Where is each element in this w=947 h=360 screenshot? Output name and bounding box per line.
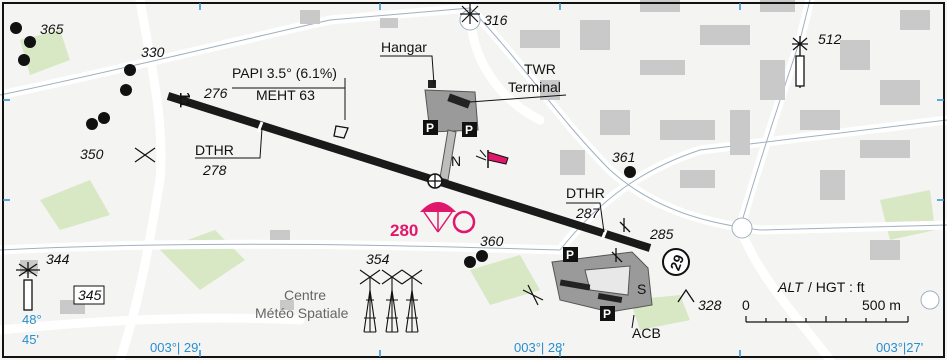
green-areas [20, 30, 935, 330]
lon-2: 003°| 28' [514, 340, 565, 355]
elev-345: 345 [78, 287, 102, 303]
label-dthr-right-elev: 287 [575, 205, 601, 221]
terminal-buildings [428, 80, 623, 304]
parking-icons: P P P P [423, 120, 615, 321]
label-meht: MEHT 63 [256, 87, 315, 103]
taxiway-north [439, 129, 457, 181]
tower-icon [16, 262, 40, 311]
label-dthr-right: DTHR [566, 185, 605, 201]
scale-alt: ALT [777, 279, 804, 295]
label-twr: TWR [524, 61, 556, 77]
windsock-icon [475, 149, 509, 168]
label-terminal: Terminal [508, 79, 561, 95]
elev-354: 354 [366, 251, 390, 267]
approach-markers [333, 125, 695, 303]
label-s: S [637, 281, 646, 297]
parking-icon: P [603, 307, 611, 321]
roads-outline [0, 0, 947, 251]
elev-328: 328 [698, 297, 722, 313]
antenna-masts [359, 269, 423, 333]
parking-icon: P [465, 123, 473, 137]
reference-point-icon [427, 173, 443, 189]
label-hangar: Hangar [381, 39, 427, 55]
lat-min: 45' [22, 332, 39, 347]
label-centre: Centre [284, 287, 326, 303]
elev-345-box [73, 285, 105, 305]
scale-bar [745, 316, 909, 323]
tower-icon [792, 36, 808, 88]
elev-344: 344 [46, 251, 70, 267]
dthr-right-mark [600, 229, 608, 241]
runway [166, 92, 652, 252]
tree-icon [10, 22, 636, 268]
south-apron-inner [584, 265, 631, 296]
parking-icon: P [566, 248, 574, 262]
scale-zero: 0 [742, 297, 750, 313]
label-meteo: Météo Spatiale [255, 305, 349, 321]
label-papi: PAPI 3.5° (6.1%) [232, 65, 337, 81]
rwy-e-number: 29 [667, 252, 687, 272]
parking-icon: P [426, 121, 434, 135]
scale-max: 500 m [862, 297, 901, 313]
obstacle-icon [134, 4, 544, 306]
rwy-w-number: 11 [176, 92, 193, 108]
elev-365: 365 [40, 21, 64, 37]
elev-512: 512 [818, 31, 842, 47]
rwy-29-badge [662, 248, 690, 276]
label-dthr-left: DTHR [195, 142, 234, 158]
label-north: N [451, 153, 461, 169]
dthr-left-mark [256, 121, 264, 133]
parachute-icon [420, 202, 476, 234]
parachute-elevation: 280 [390, 221, 418, 240]
elev-316: 316 [484, 12, 508, 28]
scale-hgt: / HGT : ft [808, 279, 865, 295]
label-rwy-e-elev: 285 [649, 226, 674, 242]
elev-360: 360 [480, 233, 504, 249]
label-dthr-left-elev: 278 [202, 162, 227, 178]
leader-lines [195, 55, 635, 329]
elev-350: 350 [80, 146, 104, 162]
elev-330: 330 [141, 44, 165, 60]
lon-3: 003°|27' [876, 340, 923, 355]
elev-361: 361 [612, 149, 635, 165]
lon-1: 003°| 29' [150, 340, 201, 355]
lat-deg: 48° [22, 312, 42, 327]
label-acb: ACB [632, 325, 661, 341]
label-rwy-w-elev: 276 [203, 85, 228, 101]
